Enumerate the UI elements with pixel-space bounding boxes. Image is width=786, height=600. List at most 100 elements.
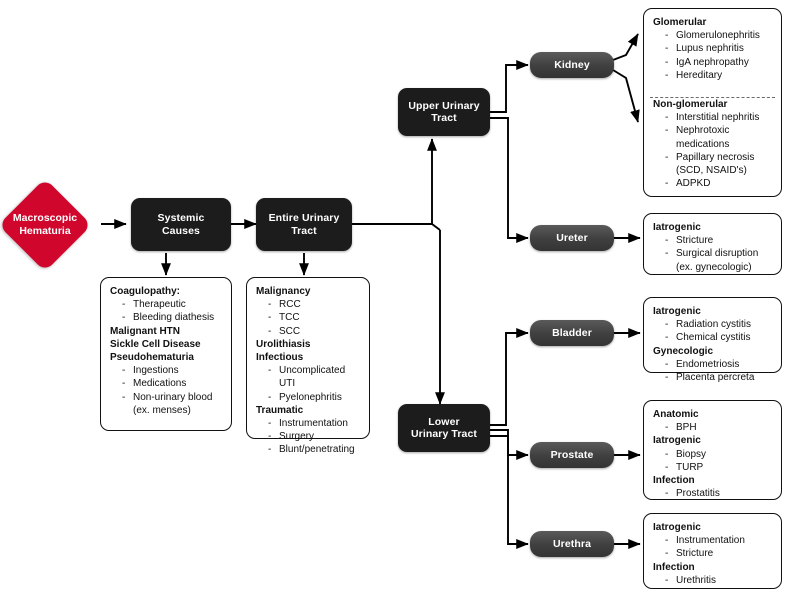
card-item: Endometriosis bbox=[665, 358, 773, 371]
node-prostate[interactable]: Prostate bbox=[530, 442, 614, 468]
card-entire-urinary-tract: MalignancyRCCTCCSCCUrolithiasisInfectiou… bbox=[246, 277, 370, 457]
kidney-card-divider bbox=[650, 97, 775, 98]
card-item: Biopsy bbox=[665, 448, 773, 461]
card-item-list: InstrumentationStricture bbox=[653, 534, 773, 561]
card-item: Ingestions bbox=[122, 364, 223, 377]
card-section-heading: Coagulopathy: bbox=[110, 286, 180, 297]
card-item: Non-urinary blood(ex. menses) bbox=[122, 391, 223, 417]
card-item: BPH bbox=[665, 421, 773, 434]
node-kidney[interactable]: Kidney bbox=[530, 52, 614, 78]
node-bladder[interactable]: Bladder bbox=[530, 320, 614, 346]
card-item-list: TherapeuticBleeding diathesis bbox=[110, 298, 223, 325]
card-section-heading: Infection bbox=[653, 474, 695, 486]
card-item: SCC bbox=[268, 325, 361, 338]
card-section: TraumaticInstrumentationSurgeryBlunt/pen… bbox=[256, 404, 361, 457]
card-item-list: Prostatitis bbox=[653, 487, 773, 500]
card-section: Malignant HTN bbox=[110, 325, 223, 338]
card-item: Hereditary bbox=[665, 69, 773, 82]
card-ureter: IatrogenicStrictureSurgical disruption(e… bbox=[643, 213, 782, 275]
card-item: Instrumentation bbox=[268, 417, 361, 430]
node-bladder-label: Bladder bbox=[552, 326, 592, 339]
node-urethra[interactable]: Urethra bbox=[530, 531, 614, 557]
card-section: InfectiousUncomplicated UTIPyelonephriti… bbox=[256, 351, 361, 404]
card-item: TCC bbox=[268, 311, 361, 324]
card-section-heading: Pseudohematuria bbox=[110, 351, 194, 363]
card-section: InfectionUrethritis bbox=[653, 561, 773, 588]
card-item-continuation: (ex. gynecologic) bbox=[676, 261, 752, 273]
card-item: Lupus nephritis bbox=[665, 42, 773, 55]
card-item-list: GlomerulonephritisLupus nephritisIgA nep… bbox=[653, 29, 773, 82]
card-section: MalignancyRCCTCCSCC bbox=[256, 285, 361, 338]
card-item-list: RCCTCCSCC bbox=[256, 298, 361, 338]
card-item: Papillary necrosis(SCD, NSAID's) bbox=[665, 151, 773, 177]
card-kidney-glomerular: GlomerularGlomerulonephritisLupus nephri… bbox=[644, 9, 781, 84]
card-section: AnatomicBPH bbox=[653, 408, 773, 435]
card-item-list: StrictureSurgical disruption(ex. gynecol… bbox=[653, 234, 773, 274]
node-prostate-label: Prostate bbox=[550, 448, 594, 461]
card-prostate: AnatomicBPHIatrogenicBiopsyTURPInfection… bbox=[643, 400, 782, 501]
card-item: Radiation cystitis bbox=[665, 318, 773, 331]
card-section-heading: Traumatic bbox=[256, 404, 304, 416]
card-section: Sickle Cell Disease bbox=[110, 338, 223, 351]
card-item-list: Radiation cystitisChemical cystitis bbox=[653, 318, 773, 345]
card-section: Urolithiasis bbox=[256, 338, 361, 351]
card-item-continuation: (SCD, NSAID's) bbox=[676, 164, 747, 176]
card-item-continuation: medications bbox=[676, 138, 730, 150]
card-section-heading: Infection bbox=[653, 561, 695, 573]
card-urethra: IatrogenicInstrumentationStrictureInfect… bbox=[643, 513, 782, 589]
card-section-heading: Malignancy bbox=[256, 286, 311, 297]
card-bladder: IatrogenicRadiation cystitisChemical cys… bbox=[643, 297, 782, 384]
card-item: Urethritis bbox=[665, 574, 773, 587]
card-section: InfectionProstatitis bbox=[653, 474, 773, 501]
card-section: GlomerularGlomerulonephritisLupus nephri… bbox=[653, 16, 773, 82]
card-item: Chemical cystitis bbox=[665, 331, 773, 344]
node-urethra-label: Urethra bbox=[552, 537, 592, 550]
card-item: Surgery bbox=[268, 430, 361, 443]
card-kidney-nonglomerular: Non-glomerularInterstitial nephritisNeph… bbox=[644, 84, 781, 196]
card-section: Coagulopathy:TherapeuticBleeding diathes… bbox=[110, 285, 223, 325]
card-item: Therapeutic bbox=[122, 298, 223, 311]
card-item: Prostatitis bbox=[665, 487, 773, 500]
card-item-list: BiopsyTURP bbox=[653, 448, 773, 475]
card-item-list: BPH bbox=[653, 421, 773, 434]
card-item: IgA nephropathy bbox=[665, 56, 773, 69]
card-item: TURP bbox=[665, 461, 773, 474]
card-section-heading: Urolithiasis bbox=[256, 338, 311, 350]
card-section-heading: Iatrogenic bbox=[653, 522, 701, 533]
card-kidney: GlomerularGlomerulonephritisLupus nephri… bbox=[643, 8, 782, 197]
card-systemic-causes: Coagulopathy:TherapeuticBleeding diathes… bbox=[100, 277, 232, 431]
card-section-heading: Iatrogenic bbox=[653, 306, 701, 317]
card-section-heading: Iatrogenic bbox=[653, 435, 701, 447]
card-item: Glomerulonephritis bbox=[665, 29, 773, 42]
card-item: Stricture bbox=[665, 234, 773, 247]
card-item: Instrumentation bbox=[665, 534, 773, 547]
card-item: Surgical disruption(ex. gynecologic) bbox=[665, 247, 773, 273]
card-section: IatrogenicRadiation cystitisChemical cys… bbox=[653, 305, 773, 345]
card-section-heading: Sickle Cell Disease bbox=[110, 338, 201, 350]
card-item-list: Uncomplicated UTIPyelonephritis bbox=[256, 364, 361, 404]
card-section-heading: Glomerular bbox=[653, 17, 707, 28]
card-section: GynecologicEndometriosisPlacenta percret… bbox=[653, 345, 773, 385]
card-item-continuation: (ex. menses) bbox=[133, 404, 191, 416]
node-ureter[interactable]: Ureter bbox=[530, 225, 614, 251]
card-item-list: InstrumentationSurgeryBlunt/penetrating bbox=[256, 417, 361, 457]
card-section: IatrogenicInstrumentationStricture bbox=[653, 521, 773, 561]
card-item-list: Interstitial nephritisNephrotoxicmedicat… bbox=[653, 111, 773, 190]
card-section-heading: Anatomic bbox=[653, 409, 699, 420]
card-item: Stricture bbox=[665, 547, 773, 560]
card-item: Interstitial nephritis bbox=[665, 111, 773, 124]
card-item: Blunt/penetrating bbox=[268, 443, 361, 456]
card-item: Uncomplicated UTI bbox=[268, 364, 361, 390]
